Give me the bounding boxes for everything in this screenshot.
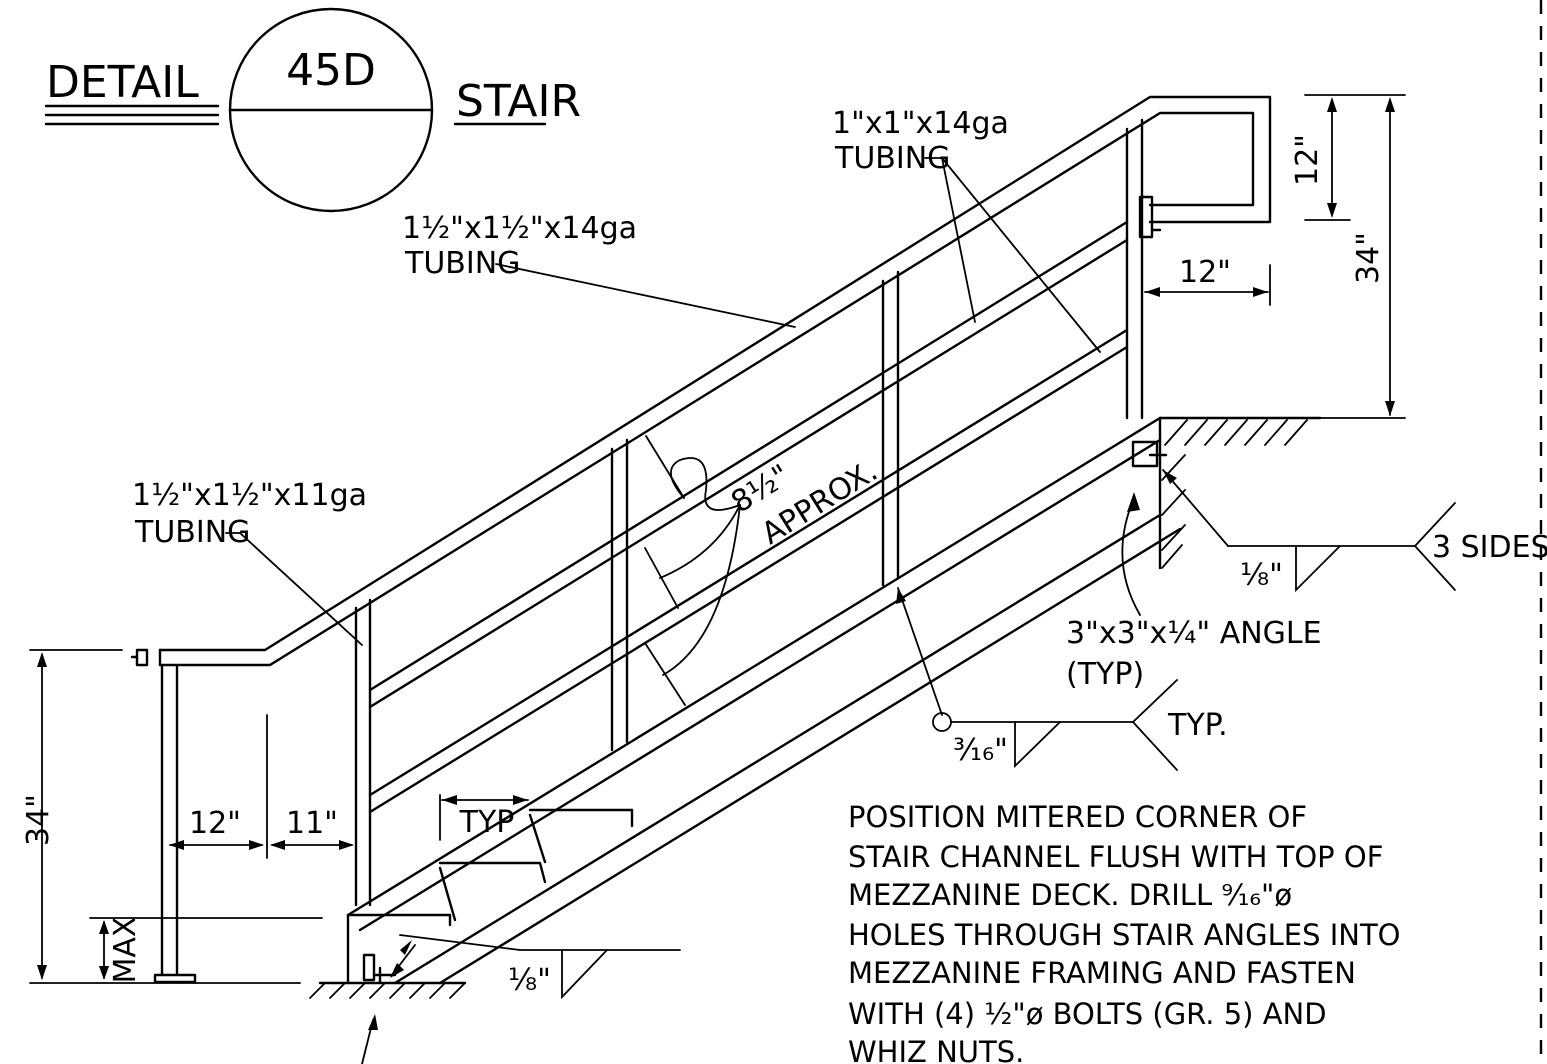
tread-typ: TYP <box>459 805 515 840</box>
note-line: MEZZANINE DECK. DRILL ⁹⁄₁₆"ø <box>848 878 1292 912</box>
handrail <box>130 95 1272 667</box>
intermediate-rails <box>368 220 1129 814</box>
mid-weld-note: TYP. <box>1167 708 1228 743</box>
top-weld-note: 3 SIDES <box>1432 530 1547 565</box>
detail-subject: STAIR <box>456 76 581 127</box>
weld-symbol-top: ⅛" 3 SIDES <box>1162 469 1547 593</box>
note-line: WITH (4) ½"ø BOLTS (GR. 5) AND <box>848 997 1327 1031</box>
bottom-weld-size: ⅛" <box>508 963 551 998</box>
angle-typ: (TYP) <box>1066 657 1144 692</box>
note-line: MEZZANINE FRAMING AND FASTEN <box>848 956 1356 990</box>
top-extension: 12" <box>1179 255 1231 290</box>
top-return-height: 12" <box>1290 134 1325 186</box>
bottom-dimensions: 34" MAX 12" 11" TYP <box>21 649 529 984</box>
stair-treads <box>346 808 634 927</box>
top-weld-size: ⅛" <box>1240 558 1283 593</box>
general-notes: POSITION MITERED CORNER OF STAIR CHANNEL… <box>848 800 1401 1064</box>
note-line: POSITION MITERED CORNER OF <box>848 800 1307 834</box>
bottom-extension: 12" <box>189 806 241 841</box>
top-rail-height: 34" <box>1351 232 1386 284</box>
note-line: STAIR CHANNEL FLUSH WITH TOP OF <box>848 840 1383 874</box>
bottom-post-offset: 11" <box>286 806 338 841</box>
note-line: HOLES THROUGH STAIR ANGLES INTO <box>848 918 1401 952</box>
handrail-tubing-word: TUBING <box>404 246 520 281</box>
detail-word: DETAIL <box>46 57 199 108</box>
top-dimensions: 12" 34" 12" <box>1144 94 1406 419</box>
mid-weld-size: ³⁄₁₆" <box>953 733 1008 768</box>
bottom-rail-height: 34" <box>21 794 56 846</box>
max-label: MAX <box>108 917 143 984</box>
detail-title-block: DETAIL 45D STAIR <box>44 7 581 213</box>
callout-handrail-tubing: 1½"x1½"x14ga TUBING <box>402 211 796 328</box>
detail-number: 45D <box>286 45 376 96</box>
weld-symbol-bottom: ⅛" <box>361 934 681 1064</box>
post-tubing-size: 1½"x1½"x11ga <box>132 478 367 513</box>
weld-symbol-mid: ³⁄₁₆" TYP. <box>896 587 1228 771</box>
stair-stringer <box>346 416 1322 985</box>
callout-1in-tubing: 1"x1"x14ga TUBING <box>832 106 1101 353</box>
callout-post-tubing: 1½"x1½"x11ga TUBING <box>132 478 367 646</box>
mezzanine-deck-hatch <box>1161 419 1308 569</box>
rail-posts <box>153 118 1144 984</box>
angle-size: 3"x3"x¼" ANGLE <box>1066 616 1322 651</box>
handrail-tubing-size: 1½"x1½"x14ga <box>402 211 637 246</box>
floor-hatch <box>309 953 467 999</box>
note-line: WHIZ NUTS. <box>848 1035 1024 1064</box>
callout-angle: 3"x3"x¼" ANGLE (TYP) <box>1066 492 1322 692</box>
top-rail-tubing-size: 1"x1"x14ga <box>832 106 1009 141</box>
